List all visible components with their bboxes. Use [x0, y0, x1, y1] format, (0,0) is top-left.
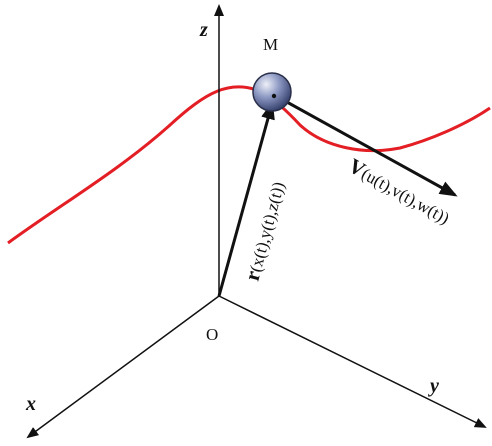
point-m-label: M	[263, 35, 278, 54]
y-axis-line	[218, 295, 487, 428]
origin-label: O	[206, 325, 218, 344]
position-vector-args: (x(t),y(t),z(t))	[246, 180, 288, 274]
trajectory-curve	[7, 85, 491, 245]
particle-sphere	[252, 72, 292, 112]
particle-center-dot	[271, 93, 277, 99]
y-axis-label: y	[428, 375, 439, 397]
z-axis-label: z	[199, 19, 208, 41]
velocity-vector-arrow	[275, 94, 458, 197]
x-axis-line	[26, 295, 220, 439]
position-vector-arrow	[217, 101, 275, 297]
velocity-vector-args: (u(t),v(t),w(t))	[358, 164, 452, 228]
x-axis-label: x	[25, 393, 36, 415]
